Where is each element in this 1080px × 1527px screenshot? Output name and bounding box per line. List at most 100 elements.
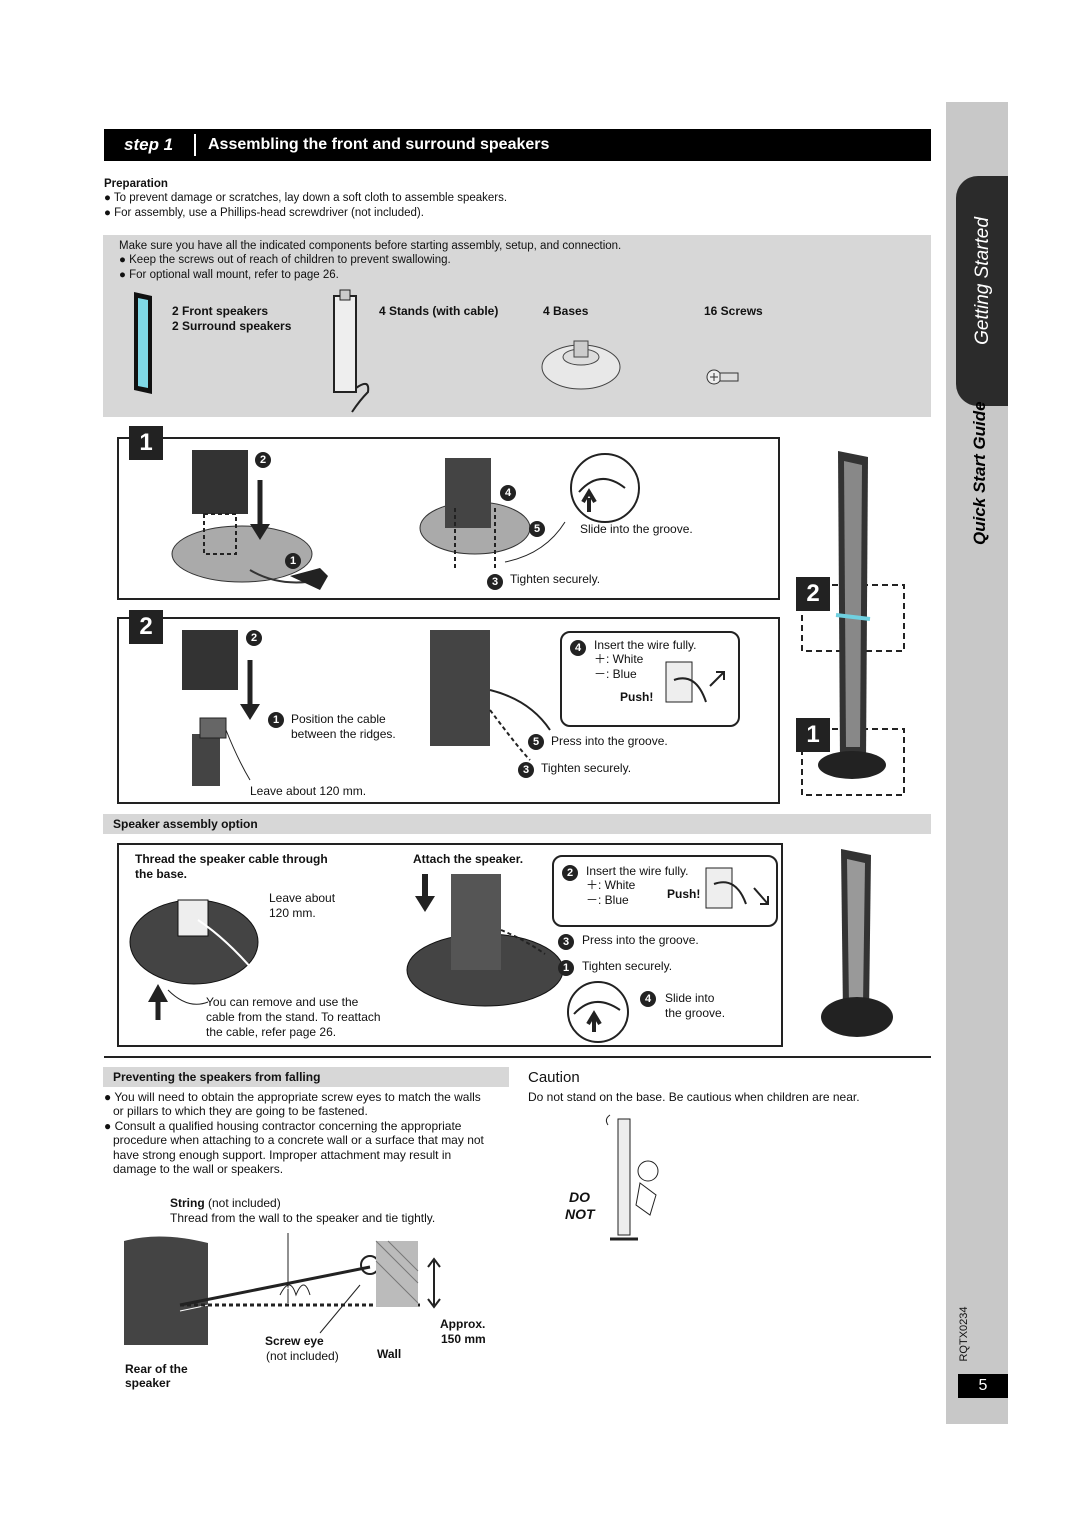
step-1-callout-1: 1 xyxy=(285,553,301,569)
side-number-2: 2 xyxy=(796,577,830,611)
page-number: 5 xyxy=(978,1377,988,1394)
not-label: NOT xyxy=(565,1206,595,1222)
thread-wall-text: Thread from the wall to the speaker and … xyxy=(170,1211,436,1225)
step-2-illustration-right xyxy=(430,630,551,761)
side-number-1: 1 xyxy=(796,718,830,752)
falling-text: damage to the wall or speakers. xyxy=(113,1162,284,1176)
preparation-heading: Preparation xyxy=(104,178,168,190)
item-stands: 4 Stands (with cable) xyxy=(379,304,499,318)
step-1-callout-5: 5 xyxy=(529,521,545,537)
falling-heading-band xyxy=(103,1067,509,1087)
falling-text: ● Consult a qualified housing contractor… xyxy=(104,1119,462,1133)
step-2-callout-5: 5 xyxy=(528,734,544,750)
option-insert-text: Insert the wire fully. xyxy=(586,864,689,878)
step-1-callout-3: 3 xyxy=(487,574,503,590)
option-heading: Speaker assembly option xyxy=(113,817,258,831)
child-caution-illustration xyxy=(605,1114,659,1241)
falling-text: have strong enough support. Improper att… xyxy=(113,1148,452,1162)
base-illustration xyxy=(541,340,621,390)
step-2-tighten-text: Tighten securely. xyxy=(541,761,632,775)
step-1-tighten-text: Tighten securely. xyxy=(510,572,601,586)
wall-mount-illustration xyxy=(124,1233,441,1345)
string-label-bold: String xyxy=(170,1196,205,1210)
option-assembled-speaker xyxy=(821,849,893,1037)
screw-eye-label: Screw eye xyxy=(265,1334,324,1348)
option-speaker-illustration xyxy=(406,874,564,1007)
option-press-text: Press into the groove. xyxy=(582,933,699,947)
option-remove-line1: You can remove and use the xyxy=(206,995,359,1009)
approx-mm: 150 mm xyxy=(441,1332,486,1346)
stand-illustration xyxy=(333,289,370,413)
option-heading-band xyxy=(103,814,931,834)
section-title: Assembling the front and surround speake… xyxy=(208,136,550,153)
item-screws: 16 Screws xyxy=(704,304,763,318)
step-2-position-line1: Position the cable xyxy=(291,712,386,726)
wall-label: Wall xyxy=(377,1347,402,1361)
getting-started-label: Getting Started xyxy=(972,217,993,345)
page-number-box: 5 xyxy=(958,1374,1008,1398)
assembled-speaker-diagram xyxy=(801,451,905,796)
preparation-bullet: ● For assembly, use a Phillips-head scre… xyxy=(104,207,424,219)
step-2-insert-text: Insert the wire fully. xyxy=(594,638,697,652)
option-leave-line2: 120 mm. xyxy=(269,906,316,920)
step-1-slide-text: Slide into the groove. xyxy=(580,522,693,536)
falling-text: procedure when attaching to a concrete w… xyxy=(113,1133,484,1147)
option-callout-1: 1 xyxy=(558,960,574,976)
step-2-position-line2: between the ridges. xyxy=(291,727,396,741)
document-code: RQTX0234 xyxy=(958,1306,970,1362)
option-tighten-text: Tighten securely. xyxy=(582,959,673,973)
option-leave-line1: Leave about xyxy=(269,891,336,905)
section-divider xyxy=(104,1056,931,1058)
option-slide-line1: Slide into xyxy=(665,991,715,1005)
option-callout-2: 2 xyxy=(562,865,578,881)
step-label: step 1 xyxy=(124,135,174,154)
step-2-callout-1: 1 xyxy=(268,712,284,728)
option-base-illustration xyxy=(129,899,259,1020)
item-front-speakers: 2 Front speakers xyxy=(172,304,269,318)
step-2-press-text: Press into the groove. xyxy=(551,734,668,748)
option-remove-line2: cable from the stand. To reattach xyxy=(206,1010,381,1024)
option-groove-detail xyxy=(567,981,629,1043)
components-panel xyxy=(103,235,931,417)
option-attach-text: Attach the speaker. xyxy=(413,852,524,866)
option-thread-line2: the base. xyxy=(135,867,188,881)
step-2-callout-4: 4 xyxy=(570,640,586,656)
option-white-text: ＋: White xyxy=(586,878,636,892)
falling-text: or pillars to which they are going to be… xyxy=(113,1104,368,1118)
terminal-icon xyxy=(665,661,725,703)
caution-text: Do not stand on the base. Be cautious wh… xyxy=(528,1090,860,1104)
do-label: DO xyxy=(569,1189,590,1205)
quick-start-guide-label: Quick Start Guide xyxy=(970,401,989,545)
item-surround-speakers: 2 Surround speakers xyxy=(172,319,292,333)
rear-speaker-line2: speaker xyxy=(125,1376,171,1390)
caution-heading: Caution xyxy=(528,1069,580,1086)
preparation-bullet: ● To prevent damage or scratches, lay do… xyxy=(104,192,508,204)
option-blue-text: －: Blue xyxy=(586,893,629,907)
falling-heading: Preventing the speakers from falling xyxy=(113,1070,321,1084)
step-2-number: 2 xyxy=(129,610,163,644)
option-push-text: Push! xyxy=(667,887,701,901)
step-1-callout-2: 2 xyxy=(255,452,271,468)
option-callout-4: 4 xyxy=(640,991,656,1007)
section-header: step 1 Assembling the front and surround… xyxy=(104,129,931,161)
screw-icon xyxy=(706,369,739,385)
step-2-illustration-left xyxy=(182,630,260,786)
speaker-illustration xyxy=(134,292,152,394)
option-callout-3: 3 xyxy=(558,934,574,950)
step-2-callout-2: 2 xyxy=(246,630,262,646)
header-divider xyxy=(194,134,196,156)
approx-label: Approx. xyxy=(440,1317,486,1331)
components-bullet: ● For optional wall mount, refer to page… xyxy=(119,269,339,281)
terminal-icon xyxy=(705,867,769,909)
step-1-illustration-left xyxy=(171,450,328,590)
step-2-leave-text: Leave about 120 mm. xyxy=(250,784,367,798)
falling-text: ● You will need to obtain the appropriat… xyxy=(104,1090,481,1104)
step-2-push-text: Push! xyxy=(620,690,654,704)
getting-started-tab xyxy=(956,176,1008,406)
item-bases: 4 Bases xyxy=(543,304,589,318)
step-2-blue-text: －: Blue xyxy=(594,667,637,681)
components-intro: Make sure you have all the indicated com… xyxy=(119,240,622,252)
option-remove-line3: the cable, refer page 26. xyxy=(206,1025,337,1039)
step-1-callout-4: 4 xyxy=(500,485,516,501)
string-label: String (not included) xyxy=(170,1196,281,1211)
